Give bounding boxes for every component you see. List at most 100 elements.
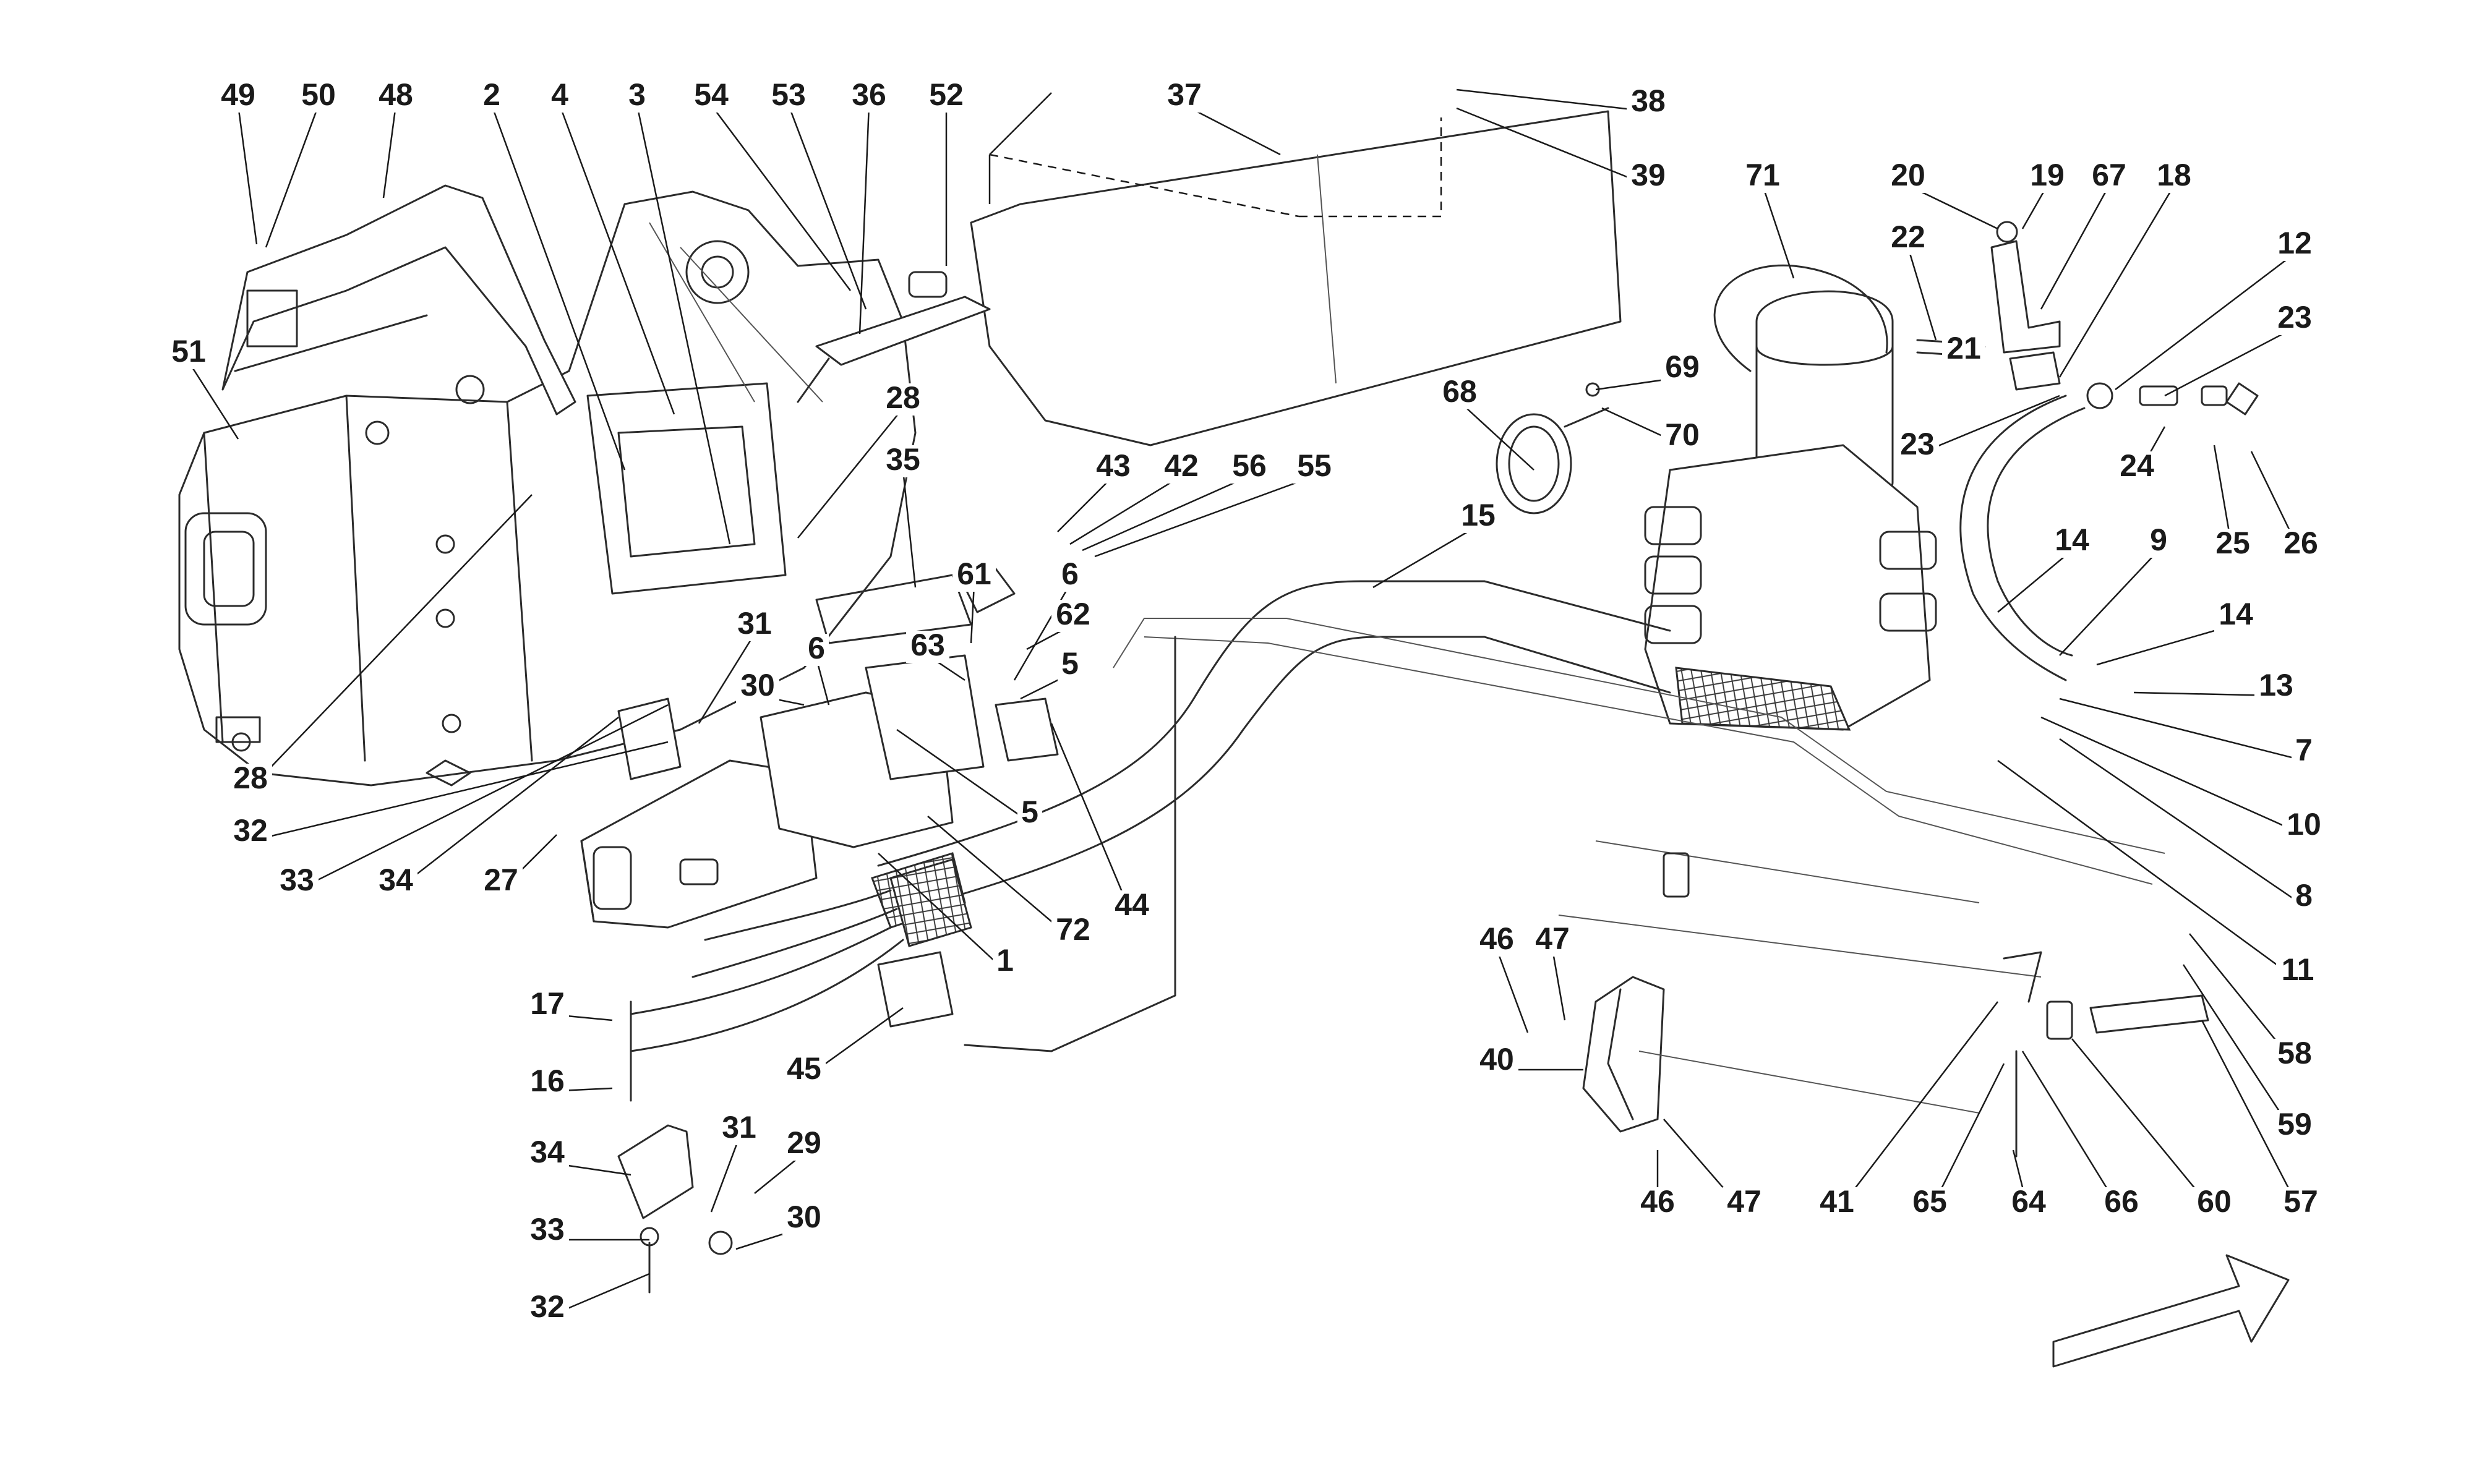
leader-line-60 bbox=[2071, 1038, 2215, 1213]
leader-line-53 bbox=[787, 104, 867, 310]
part-callout-34: 34 bbox=[530, 1135, 565, 1169]
part-callout-35: 35 bbox=[886, 442, 920, 477]
part-callout-45: 45 bbox=[787, 1051, 821, 1086]
label-background bbox=[275, 866, 319, 898]
direction-arrow bbox=[2052, 1254, 2290, 1368]
leader-line-57 bbox=[2201, 1020, 2302, 1213]
leader-line-48 bbox=[382, 104, 397, 198]
leader-line-46 bbox=[1496, 949, 1529, 1033]
leader-line-28 bbox=[797, 407, 904, 539]
part-callout-51: 51 bbox=[171, 334, 206, 369]
label-background bbox=[736, 671, 779, 703]
part-callout-24: 24 bbox=[2120, 448, 2154, 483]
part-callout-29: 29 bbox=[787, 1125, 821, 1160]
part-callout-6: 6 bbox=[1061, 556, 1079, 591]
leader-line-31 bbox=[698, 633, 756, 724]
label-background bbox=[1110, 890, 1154, 923]
leader-line-12 bbox=[2115, 253, 2295, 390]
part-callout-52: 52 bbox=[929, 77, 964, 112]
part-callout-21: 21 bbox=[1946, 331, 1981, 365]
label-background bbox=[374, 80, 417, 113]
leader-line-34 bbox=[395, 717, 619, 891]
heat-shield-37 bbox=[970, 92, 1622, 446]
leader-line-44 bbox=[1050, 723, 1133, 916]
label-background bbox=[1896, 430, 1939, 462]
leader-line-56 bbox=[1082, 475, 1250, 552]
leader-line-2 bbox=[490, 104, 626, 471]
leader-line-23 bbox=[2164, 326, 2295, 397]
leader-line-11 bbox=[1997, 759, 2298, 981]
label-background bbox=[2026, 161, 2069, 193]
part-callout-28: 28 bbox=[886, 380, 920, 415]
leader-line-8 bbox=[2059, 738, 2305, 907]
label-background bbox=[2282, 810, 2326, 842]
part-callout-69: 69 bbox=[1665, 349, 1700, 384]
label-background bbox=[2292, 736, 2316, 768]
bracket-40 bbox=[1558, 840, 2042, 1133]
label-background bbox=[625, 80, 649, 113]
label-background bbox=[2100, 1187, 2143, 1219]
heat-shield-48 bbox=[221, 184, 576, 416]
part-callout-48: 48 bbox=[379, 77, 413, 112]
part-callout-59: 59 bbox=[2277, 1107, 2312, 1141]
label-background bbox=[733, 609, 776, 641]
leader-line-42 bbox=[1069, 475, 1182, 545]
leader-line-61 bbox=[970, 584, 975, 644]
part-callout-50: 50 bbox=[301, 77, 336, 112]
part-callout-46: 46 bbox=[1479, 921, 1514, 956]
part-callout-32: 32 bbox=[530, 1289, 565, 1324]
label-background bbox=[1942, 334, 1985, 366]
clamp-68 bbox=[1496, 382, 1609, 514]
label-background bbox=[2152, 161, 2196, 193]
leader-line-55 bbox=[1094, 475, 1315, 558]
label-background bbox=[547, 80, 572, 113]
label-background bbox=[847, 80, 891, 113]
part-callout-3: 3 bbox=[628, 77, 646, 112]
part-callout-60: 60 bbox=[2197, 1184, 2232, 1219]
part-callout-19: 19 bbox=[2030, 158, 2065, 192]
label-background bbox=[1886, 223, 1930, 255]
part-callout-47: 47 bbox=[1727, 1184, 1761, 1219]
label-background bbox=[2254, 671, 2298, 703]
label-background bbox=[1051, 600, 1095, 632]
label-background bbox=[690, 80, 733, 113]
part-callout-31: 31 bbox=[722, 1110, 756, 1145]
label-background bbox=[1163, 80, 1206, 113]
part-callout-68: 68 bbox=[1442, 374, 1477, 409]
label-background bbox=[2273, 303, 2316, 335]
part-callout-53: 53 bbox=[771, 77, 806, 112]
leader-line-22 bbox=[1907, 247, 1937, 341]
label-background bbox=[1058, 560, 1082, 592]
leader-line-28 bbox=[250, 494, 533, 789]
leader-line-35 bbox=[902, 469, 917, 588]
part-callout-38: 38 bbox=[1631, 83, 1666, 118]
label-background bbox=[1017, 798, 1042, 830]
label-background bbox=[2273, 229, 2316, 261]
leader-line-5 bbox=[896, 728, 1030, 824]
label-background bbox=[229, 764, 272, 796]
label-background bbox=[2214, 600, 2258, 632]
label-background bbox=[526, 989, 569, 1021]
part-callout-33: 33 bbox=[530, 1212, 565, 1247]
label-background bbox=[2146, 526, 2171, 558]
part-callout-42: 42 bbox=[1164, 448, 1199, 483]
label-background bbox=[1475, 924, 1518, 957]
part-callout-33: 33 bbox=[280, 863, 314, 897]
label-background bbox=[1160, 451, 1203, 484]
part-callout-5: 5 bbox=[1021, 795, 1038, 829]
part-callout-27: 27 bbox=[484, 863, 518, 897]
part-callout-28: 28 bbox=[233, 761, 268, 795]
label-background bbox=[1815, 1187, 1859, 1219]
label-background bbox=[782, 1203, 826, 1235]
leader-line-13 bbox=[2133, 691, 2277, 697]
part-callout-25: 25 bbox=[2215, 526, 2250, 560]
leader-line-67 bbox=[2040, 185, 2110, 310]
part-callout-10: 10 bbox=[2287, 807, 2321, 842]
leader-line-1 bbox=[878, 853, 1006, 971]
part-callout-63: 63 bbox=[910, 628, 945, 662]
part-callout-8: 8 bbox=[2295, 878, 2313, 913]
leader-line-47 bbox=[1551, 949, 1566, 1021]
leader-line-9 bbox=[2059, 550, 2159, 656]
label-background bbox=[1741, 161, 1784, 193]
part-callout-23: 23 bbox=[1900, 427, 1935, 461]
